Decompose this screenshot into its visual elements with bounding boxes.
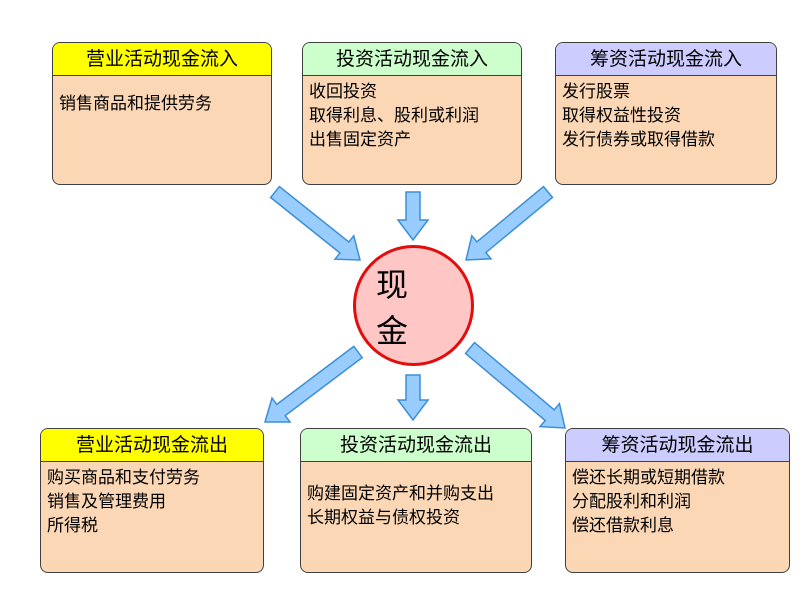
cash-label: 现 金 bbox=[376, 265, 429, 350]
operating-outflow-title: 营业活动现金流出 bbox=[41, 429, 263, 462]
financing-outflow-item: 偿还借款利息 bbox=[572, 516, 674, 536]
financing-inflow-item: 发行债券或取得借款 bbox=[562, 130, 715, 150]
investing-inflow-item: 出售固定资产 bbox=[309, 130, 411, 150]
financing-inflow-item: 发行股票 bbox=[562, 82, 630, 102]
operating-outflow-item: 购买商品和支付劳务 bbox=[47, 468, 200, 488]
investing-inflow-items: 收回投资 取得利息、股利或利润 出售固定资产 bbox=[303, 76, 521, 152]
investing-outflow-title: 投资活动现金流出 bbox=[301, 429, 531, 462]
financing-inflow-box: 筹资活动现金流入 发行股票 取得权益性投资 发行债券或取得借款 bbox=[555, 42, 777, 185]
financing-outflow-title: 筹资活动现金流出 bbox=[566, 429, 789, 462]
investing-inflow-title: 投资活动现金流入 bbox=[303, 43, 521, 76]
financing-outflow-item: 分配股利和利润 bbox=[572, 492, 691, 512]
financing-outflow-item: 偿还长期或短期借款 bbox=[572, 468, 725, 488]
operating-inflow-item: 销售商品和提供劳务 bbox=[59, 94, 212, 114]
arrow-out-operating bbox=[264, 345, 364, 423]
arrow-in-financing bbox=[465, 185, 554, 261]
investing-inflow-box: 投资活动现金流入 收回投资 取得利息、股利或利润 出售固定资产 bbox=[302, 42, 522, 185]
investing-inflow-item: 取得利息、股利或利润 bbox=[309, 106, 479, 126]
arrow-in-operating bbox=[269, 185, 361, 261]
operating-outflow-items: 购买商品和支付劳务 销售及管理费用 所得税 bbox=[41, 462, 263, 538]
operating-inflow-box: 营业活动现金流入 销售商品和提供劳务 bbox=[52, 42, 272, 185]
financing-outflow-box: 筹资活动现金流出 偿还长期或短期借款 分配股利和利润 偿还借款利息 bbox=[565, 428, 790, 573]
arrow-out-investing bbox=[396, 374, 430, 422]
investing-outflow-item: 长期权益与债权投资 bbox=[307, 508, 460, 528]
investing-outflow-box: 投资活动现金流出 购建固定资产和并购支出 长期权益与债权投资 bbox=[300, 428, 532, 573]
operating-outflow-box: 营业活动现金流出 购买商品和支付劳务 销售及管理费用 所得税 bbox=[40, 428, 264, 573]
operating-inflow-items: 销售商品和提供劳务 bbox=[53, 76, 271, 116]
arrow-in-investing bbox=[396, 191, 430, 242]
arrow-out-financing bbox=[464, 341, 566, 429]
investing-outflow-items: 购建固定资产和并购支出 长期权益与债权投资 bbox=[301, 462, 531, 530]
financing-inflow-items: 发行股票 取得权益性投资 发行债券或取得借款 bbox=[556, 76, 776, 152]
operating-outflow-item: 所得税 bbox=[47, 516, 98, 536]
investing-outflow-item: 购建固定资产和并购支出 bbox=[307, 484, 494, 504]
operating-outflow-item: 销售及管理费用 bbox=[47, 492, 166, 512]
financing-outflow-items: 偿还长期或短期借款 分配股利和利润 偿还借款利息 bbox=[566, 462, 789, 538]
financing-inflow-item: 取得权益性投资 bbox=[562, 106, 681, 126]
cash-circle: 现 金 bbox=[353, 245, 474, 366]
investing-inflow-item: 收回投资 bbox=[309, 82, 377, 102]
financing-inflow-title: 筹资活动现金流入 bbox=[556, 43, 776, 76]
operating-inflow-title: 营业活动现金流入 bbox=[53, 43, 271, 76]
